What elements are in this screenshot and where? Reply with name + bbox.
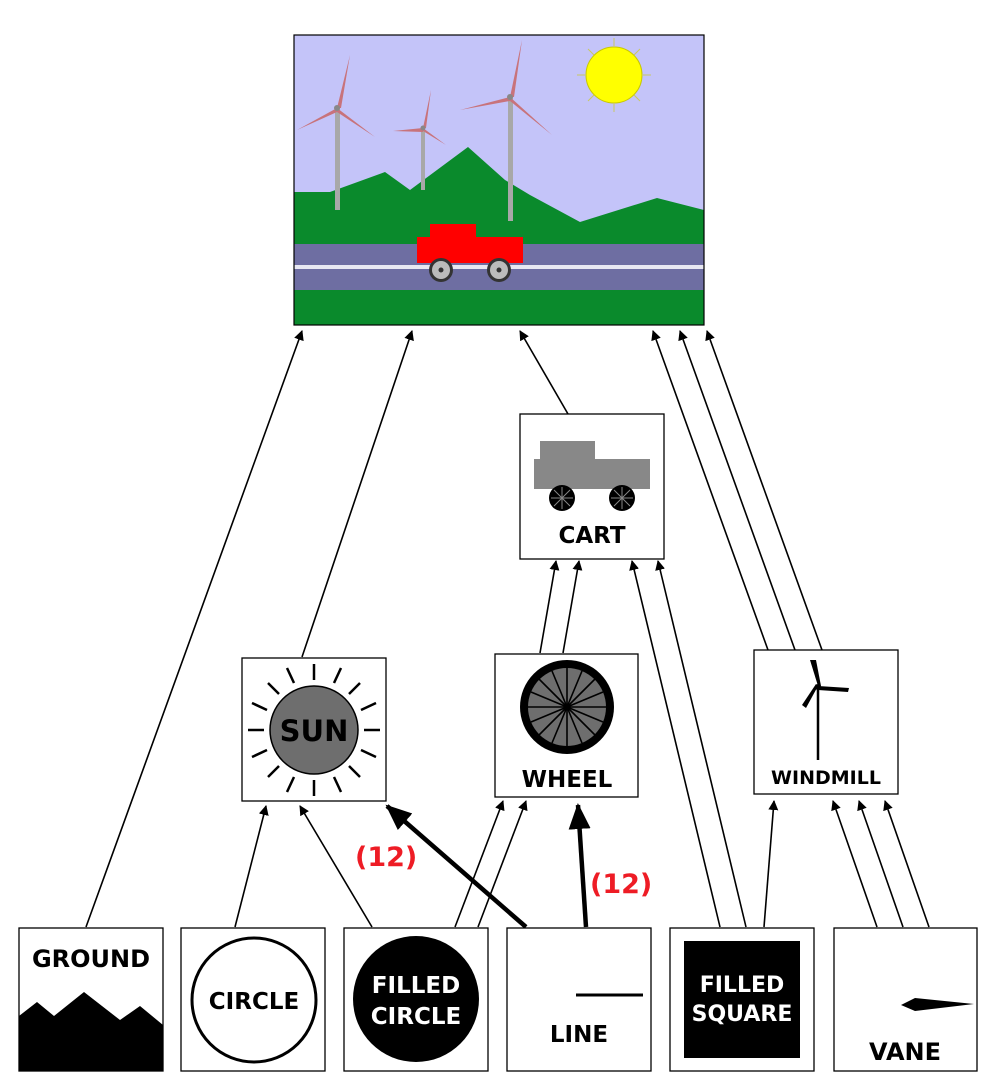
edges: [85, 330, 930, 928]
scene-image: [293, 34, 705, 326]
edge-filledcircle-sun: [299, 805, 373, 928]
wheel-label: WHEEL: [522, 767, 613, 793]
node-wheel: WHEEL: [494, 653, 639, 798]
edge-windmill-scene-1: [651, 330, 769, 651]
edge-line-sun: [385, 804, 528, 929]
edge-wheel-cart-1: [539, 560, 560, 654]
edge-vane-windmill-3: [883, 800, 930, 928]
windmill-icon: [802, 660, 849, 760]
node-windmill: WINDMILL: [753, 649, 899, 795]
edge-windmill-scene-2: [678, 330, 796, 651]
edge-filledcircle-wheel-2: [477, 800, 528, 928]
wheel-icon: [520, 660, 614, 754]
node-sun: SUN: [241, 657, 387, 802]
circle-label: CIRCLE: [209, 989, 299, 1015]
node-filled-circle: FILLED CIRCLE: [343, 927, 489, 1072]
cart-label: CART: [558, 523, 625, 549]
edge-square-cart-2: [655, 560, 747, 928]
line-label: LINE: [550, 1022, 608, 1048]
filled-square-icon: [684, 941, 800, 1058]
sun-label: SUN: [280, 714, 349, 748]
edge-vane-windmill-1: [831, 800, 878, 928]
vane-label: VANE: [869, 1038, 941, 1066]
node-cart: CART: [519, 413, 665, 560]
edge-square-cart-1: [629, 560, 721, 928]
filled-square-label-2: SQUARE: [692, 1002, 793, 1027]
filled-circle-label-1: FILLED: [372, 973, 460, 999]
edge-label-line-wheel: (12): [590, 869, 652, 900]
node-ground: GROUND: [18, 927, 164, 1072]
edge-line-wheel: [568, 803, 591, 928]
edge-sun-scene: [301, 330, 414, 658]
edge-cart-scene: [519, 330, 569, 415]
ground-label: GROUND: [32, 945, 150, 973]
filled-circle-label-2: CIRCLE: [371, 1004, 461, 1030]
ground-icon: [19, 992, 163, 1071]
grass: [294, 290, 704, 325]
vane-icon: [901, 998, 974, 1011]
filled-circle-icon: [353, 936, 479, 1062]
edge-wheel-cart-2: [562, 560, 583, 654]
node-circle: CIRCLE: [180, 927, 326, 1072]
node-filled-square: FILLED SQUARE: [669, 927, 815, 1072]
edge-square-windmill: [763, 800, 779, 928]
edge-ground-scene: [85, 330, 304, 928]
bold-edges: [385, 803, 591, 929]
cart-icon: [534, 441, 650, 511]
edge-circle-sun: [234, 805, 269, 928]
circle-icon: [190, 936, 318, 1064]
node-vane: VANE: [833, 927, 978, 1072]
scene-windmill-right: [460, 40, 552, 221]
sun-icon: [248, 664, 380, 796]
node-line: LINE: [506, 927, 652, 1072]
edge-windmill-scene-3: [705, 330, 823, 651]
scene-windmill-middle: [393, 90, 446, 190]
filled-square-label-1: FILLED: [700, 973, 785, 998]
edge-filledcircle-wheel-1: [454, 800, 505, 928]
edge-vane-windmill-2: [857, 800, 904, 928]
scene-sun: [577, 38, 651, 112]
scene-windmill-left: [297, 55, 375, 210]
edge-label-line-sun: (12): [355, 842, 417, 873]
windmill-label: WINDMILL: [771, 767, 881, 789]
scene-cart: [417, 224, 523, 282]
